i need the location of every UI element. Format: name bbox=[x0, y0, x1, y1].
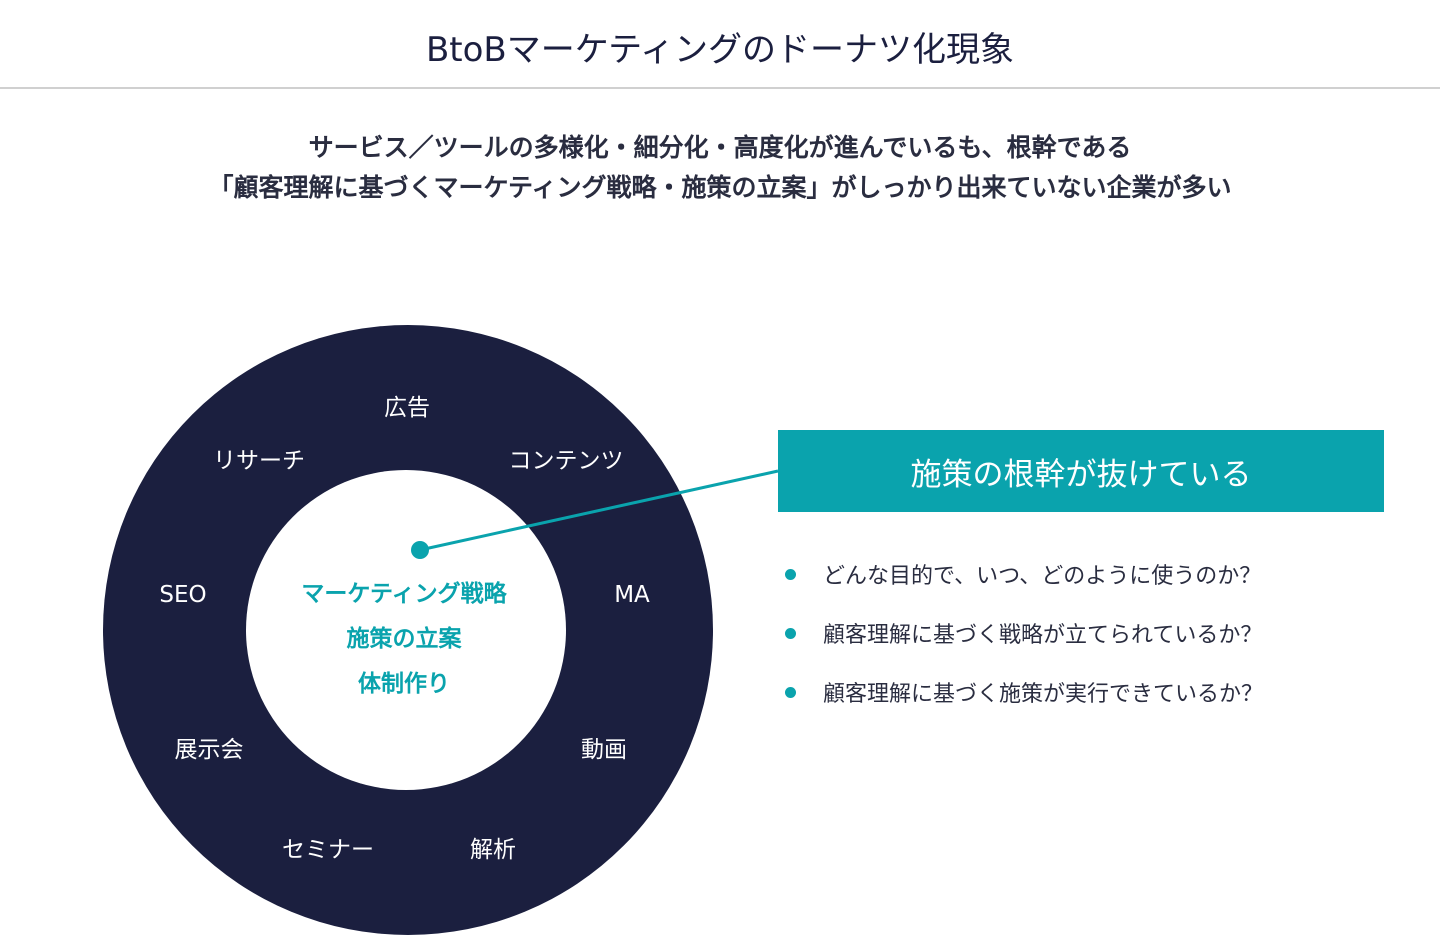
segment-label: リサーチ bbox=[213, 448, 305, 474]
segment-label: 展示会 bbox=[174, 737, 244, 763]
callout-text: 施策の根幹が抜けている bbox=[910, 456, 1252, 493]
segment-label: 広告 bbox=[384, 395, 430, 421]
core-label: 施策の立案 bbox=[346, 626, 462, 652]
segment-label: 解析 bbox=[470, 837, 516, 863]
segment-label: SEO bbox=[159, 582, 207, 608]
core-label: マーケティング戦略 bbox=[301, 581, 507, 607]
question-item: 顧客理解に基づく施策が実行できているか？ bbox=[785, 676, 1263, 708]
callout-box: 施策の根幹が抜けている bbox=[778, 430, 1384, 512]
title-divider bbox=[0, 87, 1440, 89]
segment-label: セミナー bbox=[282, 837, 374, 863]
segment-label: コンテンツ bbox=[508, 448, 624, 474]
subtitle-line-2: 「顧客理解に基づくマーケティング戦略・施策の立案」がしっかり出来ていない企業が多… bbox=[208, 173, 1232, 202]
question-text: 顧客理解に基づく戦略が立てられているか？ bbox=[823, 623, 1263, 648]
subtitle-line-1: サービス／ツールの多様化・細分化・高度化が進んでいるも、根幹である bbox=[308, 133, 1132, 162]
question-item: 顧客理解に基づく戦略が立てられているか？ bbox=[785, 617, 1262, 649]
bullet-icon bbox=[785, 686, 796, 698]
bullet-icon bbox=[785, 568, 796, 580]
donut-hole bbox=[246, 470, 566, 790]
core-label: 体制作り bbox=[358, 671, 450, 697]
question-item: どんな目的で、いつ、どのように使うのか？ bbox=[785, 558, 1261, 590]
question-text: どんな目的で、いつ、どのように使うのか？ bbox=[823, 564, 1262, 589]
segment-label: MA bbox=[614, 582, 650, 608]
slide-title: BtoBマーケティングのドーナツ化現象 bbox=[425, 30, 1015, 70]
bullet-icon bbox=[785, 627, 796, 639]
question-text: 顧客理解に基づく施策が実行できているか？ bbox=[823, 682, 1264, 707]
segment-label: 動画 bbox=[581, 737, 627, 763]
